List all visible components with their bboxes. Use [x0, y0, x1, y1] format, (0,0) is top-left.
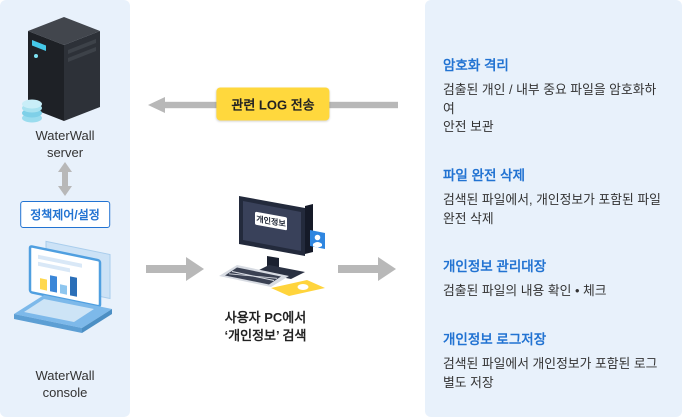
action-item-encrypt: 암호화 격리 검출된 개인 / 내부 중요 파일을 암호화하여 안전 보관 — [443, 54, 668, 137]
right-panel: 암호화 격리 검출된 개인 / 내부 중요 파일을 암호화하여 안전 보관 파일… — [425, 0, 682, 417]
action-title: 개인정보 로그저장 — [443, 332, 547, 348]
arrow-console-to-pc — [146, 256, 204, 287]
action-title: 파일 완전 삭제 — [443, 168, 526, 184]
action-desc: 검색된 파일에서 개인정보가 포함된 로그 별도 저장 — [443, 356, 658, 390]
action-title: 개인정보 관리대장 — [443, 259, 547, 275]
console-label: WaterWall console — [35, 368, 95, 400]
user-chip-icon — [310, 230, 325, 249]
console-illustration — [10, 240, 120, 357]
laptop-icon — [14, 240, 112, 333]
arrow-pc-to-actions — [338, 256, 396, 287]
action-desc: 검출된 파일의 내용 확인 • 체크 — [443, 283, 607, 299]
action-desc: 검색된 파일에서, 개인정보가 포함된 파일 완전 삭제 — [443, 192, 661, 226]
user-pc-illustration: 개인정보 — [213, 188, 338, 313]
action-item-logstore: 개인정보 로그저장 검색된 파일에서 개인정보가 포함된 로그 별도 저장 — [443, 328, 668, 392]
left-panel: WaterWall server 정책제어/설정 — [0, 0, 130, 417]
action-title: 암호화 격리 — [443, 58, 509, 73]
action-desc: 검출된 개인 / 내부 중요 파일을 암호화하여 안전 보관 — [443, 82, 657, 135]
pc-caption: 사용자 PC에서 ‘개인정보’ 검색 — [224, 310, 307, 344]
server-label: WaterWall server — [35, 128, 95, 160]
server-icon — [22, 17, 100, 123]
desktop-pc-icon: 개인정보 — [219, 196, 325, 296]
action-item-delete: 파일 완전 삭제 검색된 파일에서, 개인정보가 포함된 파일 완전 삭제 — [443, 164, 668, 228]
server-illustration — [16, 14, 112, 131]
updown-arrow-icon — [55, 162, 75, 201]
disk-stack-icon — [22, 99, 42, 123]
keyboard-icon — [219, 265, 289, 287]
action-item-ledger: 개인정보 관리대장 검출된 파일의 내용 확인 • 체크 — [443, 255, 668, 301]
mouse-pad-icon — [271, 280, 325, 296]
policy-setting-box: 정책제어/설정 — [20, 201, 110, 228]
log-transfer-badge: 관련 LOG 전송 — [216, 87, 330, 121]
